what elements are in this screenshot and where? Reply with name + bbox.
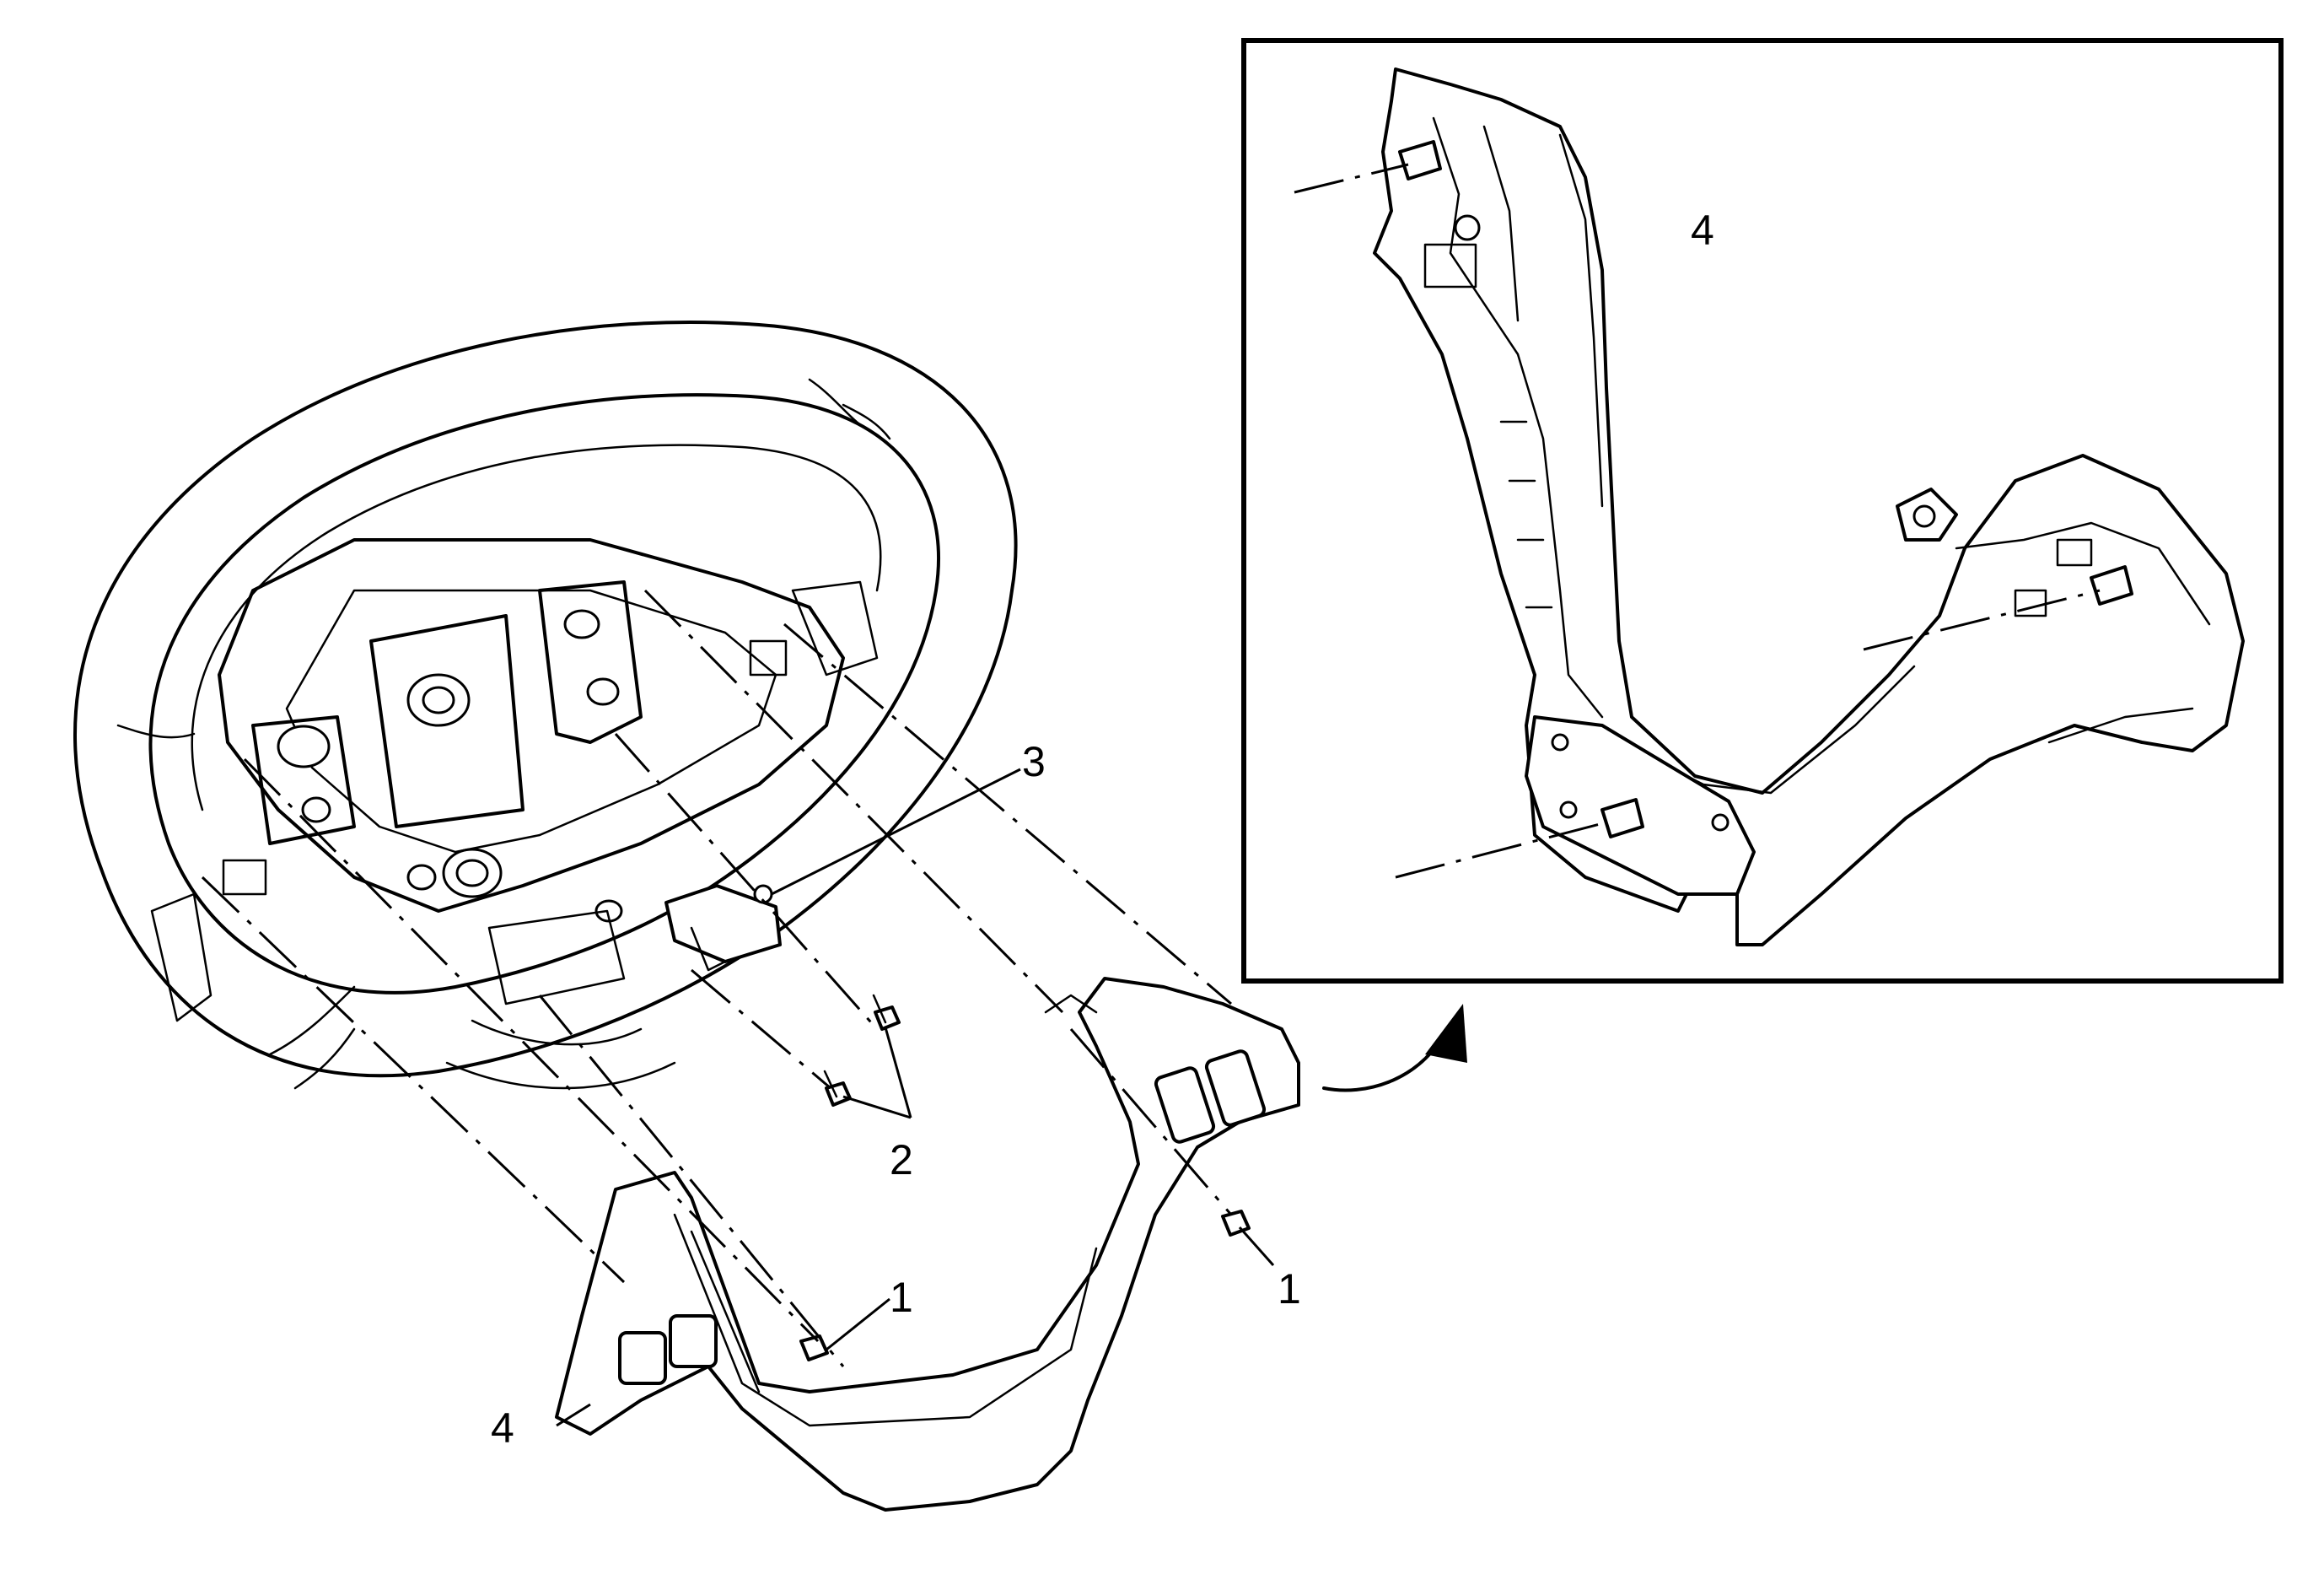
detail-inset (1241, 38, 2284, 984)
callout-1-left: 1 (890, 1274, 913, 1321)
callout-4-detail: 4 (1691, 207, 1714, 254)
steering-wheel (73, 321, 1018, 1090)
switch-block-right (1154, 1049, 1267, 1144)
callout-3: 3 (1022, 738, 1046, 785)
leader-lines (556, 235, 1604, 1427)
screw-icon (823, 994, 901, 1107)
clip-icon (1398, 140, 2133, 838)
trim-bezel-detail (1373, 67, 2245, 946)
assembly-lines (201, 589, 1233, 1367)
callout-4-main: 4 (491, 1404, 514, 1452)
trim-bezel-exploded (555, 977, 1300, 1512)
switch-block-left (618, 1314, 718, 1385)
curved-arrow-icon (1322, 1004, 1467, 1092)
screw-icon (799, 1210, 1251, 1361)
callout-2: 2 (890, 1136, 913, 1183)
callout-1-right: 1 (1278, 1265, 1301, 1313)
clip-icon (664, 884, 782, 972)
